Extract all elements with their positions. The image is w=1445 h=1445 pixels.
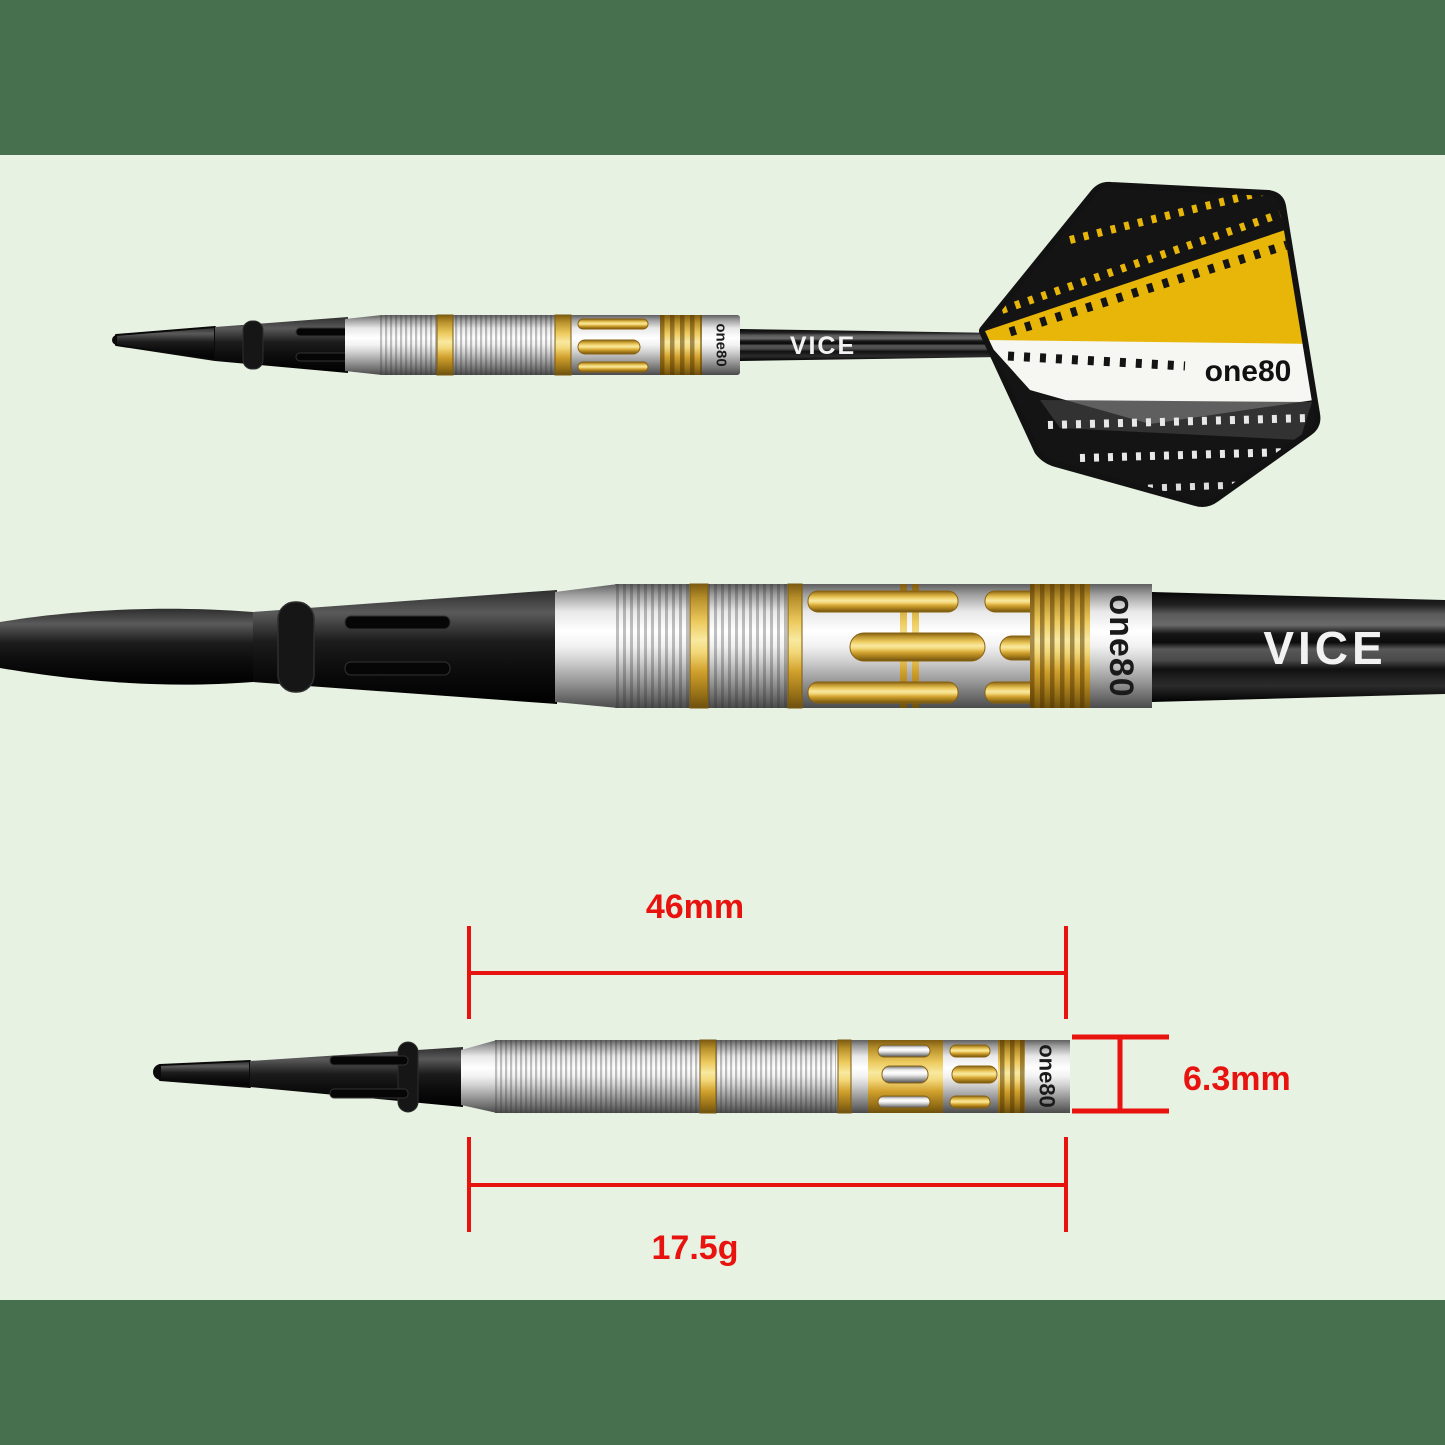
flight-black-dash-on-yellow — [1008, 239, 1292, 337]
dart-tip — [112, 317, 352, 373]
dim-gold-groove-bottom — [949, 1095, 991, 1109]
shaft-vice-logo-closeup: VICE — [1263, 622, 1386, 674]
closeup-tip-ridge-ring — [277, 601, 315, 693]
diameter-dimension: 6.3mm — [1072, 1034, 1291, 1114]
dim-tip-needle — [159, 1060, 251, 1088]
flight-white-dash-row-3 — [1119, 481, 1241, 493]
closeup-tip-cone — [253, 590, 557, 704]
weight-dimension: 17.5g — [467, 1137, 1068, 1267]
gold-groove-mid — [577, 339, 641, 355]
dim-dart-tip — [153, 1041, 463, 1113]
dim-tip-ridge-ring — [397, 1041, 419, 1113]
dim-gold-ring-pair-1 — [699, 1039, 717, 1114]
closeup-gold-ring-pair-1 — [689, 583, 709, 709]
closeup-tip — [0, 590, 557, 704]
flight-white-dash-row-1 — [1047, 414, 1309, 429]
dim-gold-thread-ribs — [998, 1040, 1025, 1113]
dim-dart-barrel: one80 — [461, 1039, 1070, 1114]
gold-ring-pair-2 — [554, 314, 572, 376]
dimension-annotations: 46mm 6.3mm 17.5g — [467, 888, 1291, 1267]
shaft-body — [740, 329, 1022, 361]
dim-silver-groove-mid — [881, 1065, 929, 1084]
closeup-gold-groove-mid-1 — [849, 632, 986, 662]
closeup-barrel: one80 — [555, 583, 1152, 709]
dart-dimension-view: one80 — [153, 1039, 1070, 1114]
barrel-one80-logo-closeup: one80 — [1102, 594, 1140, 697]
tip-slot-bottom — [295, 352, 352, 362]
barrel-length-label: 46mm — [646, 888, 744, 926]
closeup-barrel-cone — [555, 584, 618, 708]
barrel-end-ring — [702, 315, 740, 375]
tip-needle — [115, 326, 216, 361]
barrel-one80-logo-dim: one80 — [1035, 1044, 1060, 1108]
gold-ring-pair-1 — [436, 314, 454, 376]
shaft-vice-logo-top: VICE — [790, 332, 856, 360]
length-dimension: 46mm — [467, 888, 1068, 1019]
dim-gold-groove-top — [949, 1044, 991, 1058]
dim-tip-slot-top — [329, 1055, 409, 1066]
dim-barrel-ribs-mid — [716, 1040, 836, 1113]
tip-ridge-ring — [242, 320, 264, 370]
flight-one80-logo: one80 — [1205, 355, 1292, 388]
closeup-tip-needle — [0, 608, 253, 685]
tip-slot-top — [295, 327, 352, 337]
tip-cone — [215, 317, 348, 373]
dim-barrel-cone — [461, 1040, 497, 1113]
barrel-ribs-mid — [505, 315, 555, 375]
closeup-shaft-body — [1152, 592, 1445, 702]
closeup-barrel-end-ring — [1090, 584, 1152, 708]
dart-barrel: one80 — [345, 314, 740, 376]
dim-gold-groove-mid — [951, 1065, 998, 1084]
closeup-tip-slot-bottom — [344, 661, 451, 676]
flight-black-dash-on-white — [1007, 351, 1186, 371]
dart-full-view: one80 VICE — [112, 181, 1321, 507]
dim-barrel-end-ring — [1025, 1040, 1070, 1113]
closeup-gold-groove-top-1 — [807, 590, 959, 613]
closeup-gold-thread-ribs — [1030, 584, 1090, 708]
gold-groove-top — [577, 318, 649, 330]
closeup-tip-slot-top — [344, 615, 451, 630]
flight-yellow-dash-row-2 — [1069, 187, 1291, 244]
gold-thread-ribs — [660, 315, 702, 375]
dart-closeup-view: one80 VICE — [0, 583, 1445, 709]
dim-barrel-ribs-front — [495, 1040, 700, 1113]
dim-silver-groove-bottom — [877, 1095, 931, 1109]
closeup-shaft: VICE — [1152, 592, 1445, 702]
weight-label: 17.5g — [652, 1229, 739, 1267]
barrel-diameter-label: 6.3mm — [1183, 1060, 1291, 1098]
barrel-one80-logo-top: one80 — [713, 323, 730, 366]
dart-flight: one80 — [979, 181, 1321, 507]
dim-gold-ring-pair-2 — [837, 1039, 852, 1114]
dim-silver-groove-top — [877, 1044, 931, 1058]
barrel-cone — [345, 315, 382, 375]
closeup-gold-groove-bottom-1 — [807, 681, 959, 704]
dim-tip-slot-bottom — [329, 1088, 409, 1099]
closeup-gold-ring-pair-2 — [787, 583, 803, 709]
gold-groove-bottom — [577, 361, 649, 373]
